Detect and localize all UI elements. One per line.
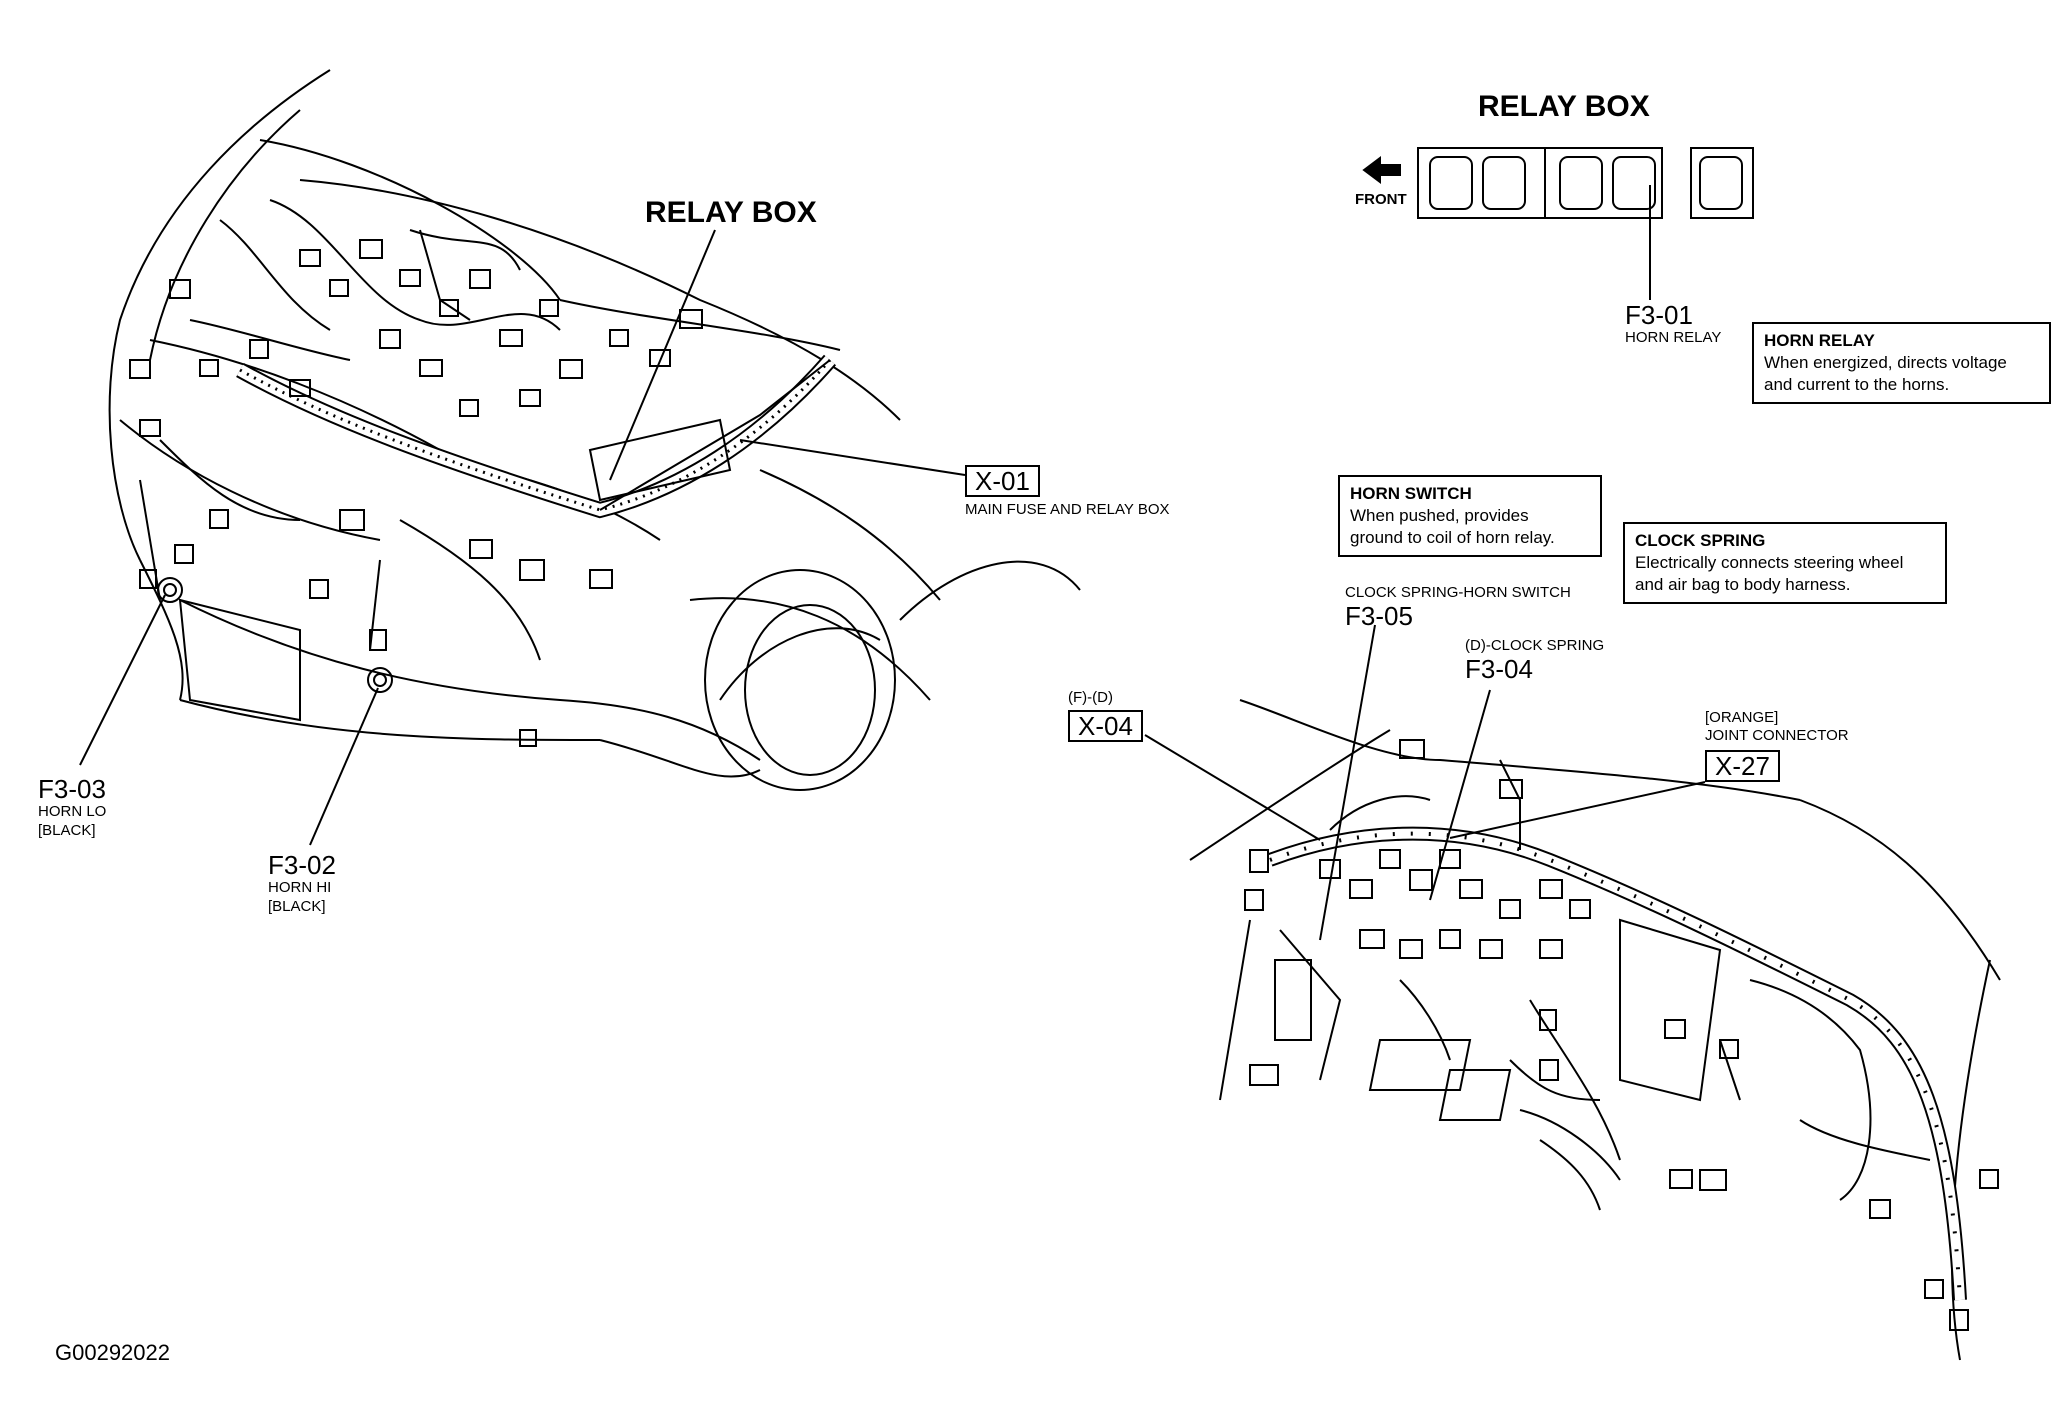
horn-switch-note: HORN SWITCH When pushed, provides ground… <box>1338 475 1602 557</box>
horn-hi-code: F3-02 <box>268 850 336 880</box>
main-fuse-label: MAIN FUSE AND RELAY BOX <box>965 501 1170 518</box>
horn-relay-code: F3-01 <box>1625 300 1693 330</box>
orange-label: [ORANGE] <box>1705 709 1779 726</box>
relay-box-title-engine: RELAY BOX <box>645 196 817 229</box>
horn-relay-label: HORN RELAY <box>1625 329 1722 346</box>
note-title: CLOCK SPRING <box>1635 531 1766 550</box>
clock-spring-note: CLOCK SPRING Electrically connects steer… <box>1623 522 1947 604</box>
fd-label: (F)-(D) <box>1068 689 1113 706</box>
note-line: When pushed, provides <box>1350 506 1529 525</box>
dash-harness <box>1267 826 1967 1301</box>
note-line: ground to coil of horn relay. <box>1350 528 1555 547</box>
dash-leaders <box>1144 624 1706 941</box>
front-label: FRONT <box>1355 191 1407 208</box>
note-line: When energized, directs voltage <box>1764 353 2007 372</box>
d-clock-spring-code: F3-04 <box>1465 654 1533 684</box>
engine-harness <box>236 354 837 519</box>
engine-leaders <box>79 229 966 846</box>
horn-lo-label: HORN LO <box>38 803 107 820</box>
relay-box-detail <box>1362 147 1754 300</box>
clock-spring-horn-switch-code: F3-05 <box>1345 601 1413 631</box>
note-line: and current to the horns. <box>1764 375 1950 394</box>
figure-id: G00292022 <box>55 1340 170 1365</box>
note-title: HORN SWITCH <box>1350 484 1472 503</box>
fd-code: X-04 <box>1068 710 1143 742</box>
horn-lo-icon <box>157 577 183 603</box>
horn-lo-color: [BLACK] <box>38 822 96 839</box>
clock-spring-horn-switch-label: CLOCK SPRING-HORN SWITCH <box>1345 584 1571 601</box>
main-fuse-code: X-01 <box>965 465 1040 497</box>
horn-relay-note: HORN RELAY When energized, directs volta… <box>1752 322 2051 404</box>
dash-body <box>1189 699 2001 1361</box>
front-car-body <box>108 69 1081 791</box>
note-title: HORN RELAY <box>1764 331 1875 350</box>
relay-box-title-top: RELAY BOX <box>1478 90 1650 123</box>
note-line: Electrically connects steering wheel <box>1635 553 1904 572</box>
horn-hi-color: [BLACK] <box>268 898 326 915</box>
engine-connectors <box>129 199 703 747</box>
joint-connector-code: X-27 <box>1705 750 1780 782</box>
horn-hi-icon <box>367 667 393 693</box>
horn-lo-code: F3-03 <box>38 774 106 804</box>
joint-connector-label: JOINT CONNECTOR <box>1705 727 1849 744</box>
dash-connectors <box>1244 739 1999 1331</box>
d-clock-spring-label: (D)-CLOCK SPRING <box>1465 637 1605 654</box>
note-line: and air bag to body harness. <box>1635 575 1851 594</box>
horn-hi-label: HORN HI <box>268 879 332 896</box>
